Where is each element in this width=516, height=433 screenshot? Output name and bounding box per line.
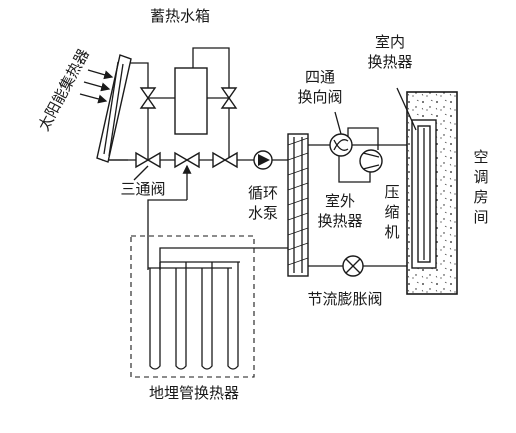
outdoor-hx-label-2: 换热器 xyxy=(317,212,362,230)
room-label-1: 空 xyxy=(473,148,488,166)
sun-ray-arrow xyxy=(87,69,114,80)
storage-tank xyxy=(174,67,208,135)
circulation-pump-label-2: 水泵 xyxy=(248,204,278,222)
ground-loop-pipe xyxy=(147,199,187,270)
room-label-2: 调 xyxy=(473,168,488,186)
indoor-heat-exchanger xyxy=(417,125,431,263)
solar-collector-label: 太阳能集热器 xyxy=(35,46,93,134)
three-way-valve-left xyxy=(135,151,161,169)
room-label-3: 房 xyxy=(473,188,488,206)
ground-heat-exchanger xyxy=(130,235,255,378)
outdoor-hx-label-1: 室外 xyxy=(325,192,355,210)
ground-hx-label: 地埋管换热器 xyxy=(149,384,239,402)
four-way-valve-label-1: 四通 xyxy=(305,68,335,86)
four-way-valve-leader xyxy=(334,111,342,135)
sun-ray-arrow xyxy=(79,93,108,104)
indoor-hx-leader xyxy=(396,87,417,131)
indoor-hx-label-1: 室内 xyxy=(375,33,405,51)
four-way-valve-label-2: 换向阀 xyxy=(297,88,342,106)
compressor xyxy=(359,149,383,173)
outdoor-heat-exchanger xyxy=(287,133,309,277)
circulation-pump xyxy=(253,150,273,170)
storage-tank-label: 蓄热水箱 xyxy=(150,7,210,25)
indoor-hx-label-2: 换热器 xyxy=(367,53,412,71)
tank-valve-left xyxy=(139,87,157,109)
three-way-valve-right xyxy=(212,151,238,169)
compressor-label-1: 压 xyxy=(384,183,399,201)
heat-pump-pipes xyxy=(308,127,418,267)
compressor-label-3: 机 xyxy=(384,223,399,241)
three-way-valve-center xyxy=(174,151,200,200)
room-label-4: 间 xyxy=(473,208,488,226)
sun-ray-arrow xyxy=(83,81,111,92)
expansion-valve xyxy=(342,255,364,277)
air-conditioned-room-wall xyxy=(406,91,458,295)
three-way-valve-label: 三通阀 xyxy=(120,180,165,198)
circulation-pump-label-1: 循环 xyxy=(248,184,278,202)
ground-loop-return xyxy=(159,247,288,270)
expansion-valve-label: 节流膨胀阀 xyxy=(307,290,382,308)
compressor-label-2: 缩 xyxy=(384,203,399,221)
three-way-valve-leader xyxy=(133,165,149,181)
tank-valve-right xyxy=(220,87,238,109)
four-way-valve xyxy=(329,133,353,157)
solar-collector xyxy=(79,54,132,163)
